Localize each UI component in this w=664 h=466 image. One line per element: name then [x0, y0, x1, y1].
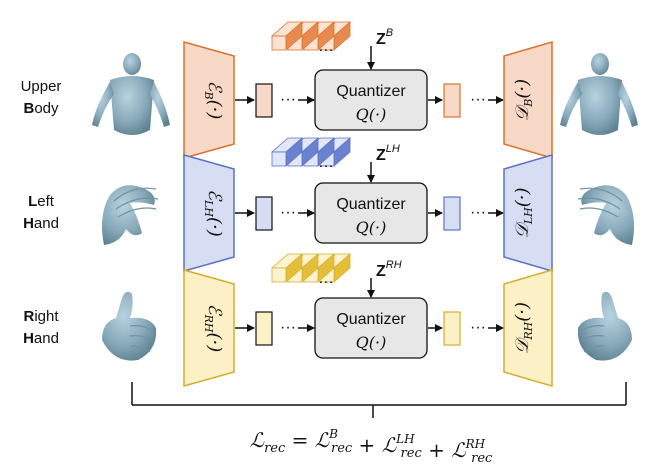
dots: ···	[280, 204, 296, 221]
quantized-latent-lefthand	[443, 196, 461, 231]
label-rest: ight	[34, 308, 59, 325]
label-first-part: B	[23, 100, 35, 117]
input-right-hand-mesh	[102, 291, 157, 361]
codebook-label-righthand: ZRH	[376, 259, 402, 280]
quantizer-lefthand	[314, 182, 428, 244]
cube-dots: …	[318, 154, 334, 171]
label-first-part: R	[23, 308, 35, 325]
hand-thumbs-up	[102, 291, 157, 361]
codebook-cubes-body: …	[270, 21, 352, 55]
quantized-latent-righthand	[443, 311, 461, 346]
encoder-label-righthand: ℰRH(·)	[202, 304, 225, 353]
latent-lefthand	[255, 196, 273, 231]
label-first-part: H	[23, 215, 34, 232]
left-arm	[92, 82, 114, 127]
decoder-label-righthand: 𝒟RH(·)	[512, 302, 535, 354]
head	[591, 53, 609, 75]
dots: ···	[470, 204, 486, 221]
output-upper-body-mesh	[560, 53, 638, 135]
input-upper-body-mesh	[92, 53, 170, 135]
dots: ···	[280, 319, 296, 336]
label-first-part: H	[23, 330, 34, 347]
encoder-righthand	[183, 269, 235, 387]
label-first-part: Upper	[20, 78, 62, 95]
torso	[110, 76, 154, 135]
decoder-righthand	[503, 269, 553, 387]
quantizer-title: Quantizer	[336, 83, 406, 100]
encoder-lefthand	[183, 154, 235, 272]
quantizer-righthand	[314, 297, 428, 359]
torso	[578, 76, 622, 135]
finger-creases	[113, 187, 159, 218]
encoder-label-lefthand: ℰLH(·)	[202, 189, 225, 237]
decoder-label-body: 𝒟B(·)	[512, 79, 535, 121]
decoder-label-lefthand: 𝒟LH(·)	[512, 187, 535, 238]
quantizer-title: Quantizer	[336, 311, 406, 328]
label-rest: and	[33, 330, 59, 347]
head	[123, 53, 141, 75]
codebook-cubes-righthand: …	[270, 253, 352, 287]
dots: ···	[470, 319, 486, 336]
dots: ···	[470, 91, 486, 108]
quantizer-function: Q(·)	[356, 218, 387, 237]
label-rest: eft	[37, 193, 54, 210]
label-rest: ody	[34, 100, 59, 117]
hand-thumbs-up	[577, 291, 632, 361]
input-left-hand-mesh	[102, 185, 159, 245]
quantizer-function: Q(·)	[356, 333, 387, 352]
codebook-label-body: ZB	[376, 27, 393, 48]
dots: ···	[280, 91, 296, 108]
cube-front	[271, 35, 287, 51]
quantizer-body	[314, 69, 428, 131]
left-arm	[560, 82, 582, 127]
quantizer-title: Quantizer	[336, 196, 406, 213]
quantized-latent-body	[443, 83, 461, 118]
label-first-part: L	[28, 193, 38, 210]
finger-creases	[577, 187, 623, 218]
right-arm	[618, 82, 638, 127]
cube-dots: …	[318, 270, 334, 287]
output-left-hand-mesh	[577, 185, 634, 245]
cube-dots: …	[318, 38, 334, 55]
finger-creases	[579, 325, 605, 353]
label-rest: and	[33, 215, 59, 232]
encoder-label-body: ℰB(·)	[202, 81, 225, 120]
codebook-label-lefthand: ZLH	[376, 143, 400, 164]
hand-palm	[102, 185, 155, 245]
hand-palm	[581, 185, 634, 245]
encoder-body	[183, 41, 235, 159]
latent-body	[255, 83, 273, 118]
output-right-hand-mesh	[577, 291, 632, 361]
quantizer-function: Q(·)	[356, 105, 387, 124]
right-arm	[150, 82, 170, 127]
cube-front	[271, 151, 287, 167]
finger-creases	[129, 325, 155, 353]
latent-righthand	[255, 311, 273, 346]
cube-front	[271, 267, 287, 283]
codebook-cubes-lefthand: …	[270, 137, 352, 171]
